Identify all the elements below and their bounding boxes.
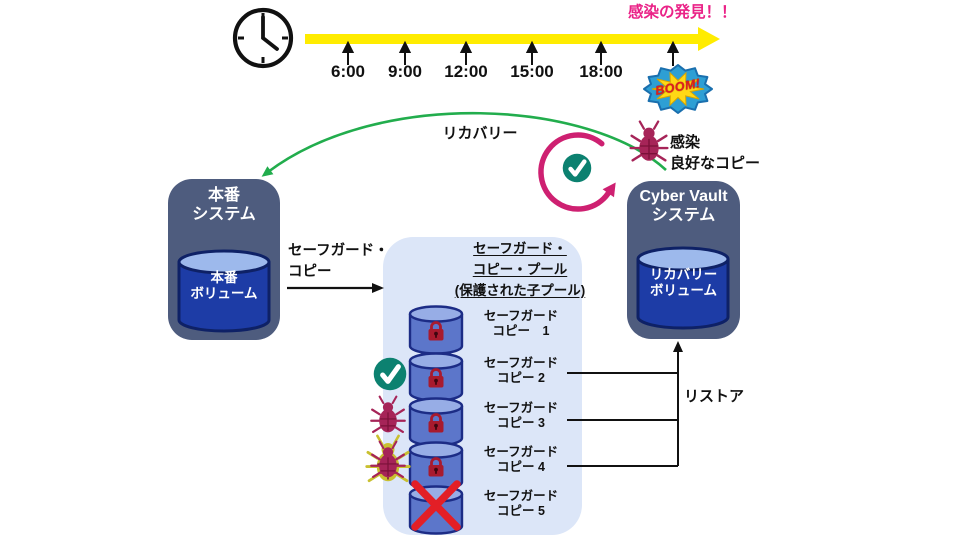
clock-icon [232,7,294,69]
verify-cycle-ring [538,132,616,212]
recovery-volume-label: リカバリー ボリューム [649,267,718,299]
time-label-9: 9:00 [387,62,423,81]
safeguard-copy-arrow [287,283,384,293]
safeguard-copy-arrow-label: セーフガード・ コピー [288,243,389,281]
red-x-icon [411,480,461,531]
check-circle-icon [374,358,407,391]
bug-icon [629,120,669,163]
recovery-label: リカバリー [442,125,518,142]
time-label-15: 15:00 [510,62,554,81]
restore-label: リストア [684,388,745,405]
infection-label: 感染 [670,134,701,151]
timeline-arrow [305,27,720,51]
infection-discovery-label: 感染の発見！！ [628,4,737,21]
production-volume-label: 本番 ボリューム [190,270,258,302]
safeguard-copy-4-label: セーフガード コピー 4 [483,445,559,475]
safeguard-copy-5-label: セーフガード コピー 5 [483,489,559,519]
recovery-arrow [261,111,667,177]
safeguard-pool-title: セーフガード・ コピー・プール (保護された子プール) [454,241,586,298]
timeline-tick-arrows [341,40,680,66]
safeguard-copy-3-label: セーフガード コピー 3 [483,401,559,431]
time-label-6: 6:00 [330,62,366,81]
check-circle-icon [563,154,592,183]
cyber-vault-system-title: Cyber Vault システム [639,188,728,225]
time-label-12: 12:00 [444,62,488,81]
restore-arrow [567,341,683,467]
good-copy-label: 良好なコピー [670,155,761,172]
time-label-18: 18:00 [579,62,623,81]
boom-burst-icon [643,64,713,114]
safeguard-copy-2-label: セーフガード コピー 2 [483,356,559,386]
production-system-title: 本番 システム [192,187,256,224]
safeguard-copy-1-label: セーフガード コピー 1 [483,309,559,339]
